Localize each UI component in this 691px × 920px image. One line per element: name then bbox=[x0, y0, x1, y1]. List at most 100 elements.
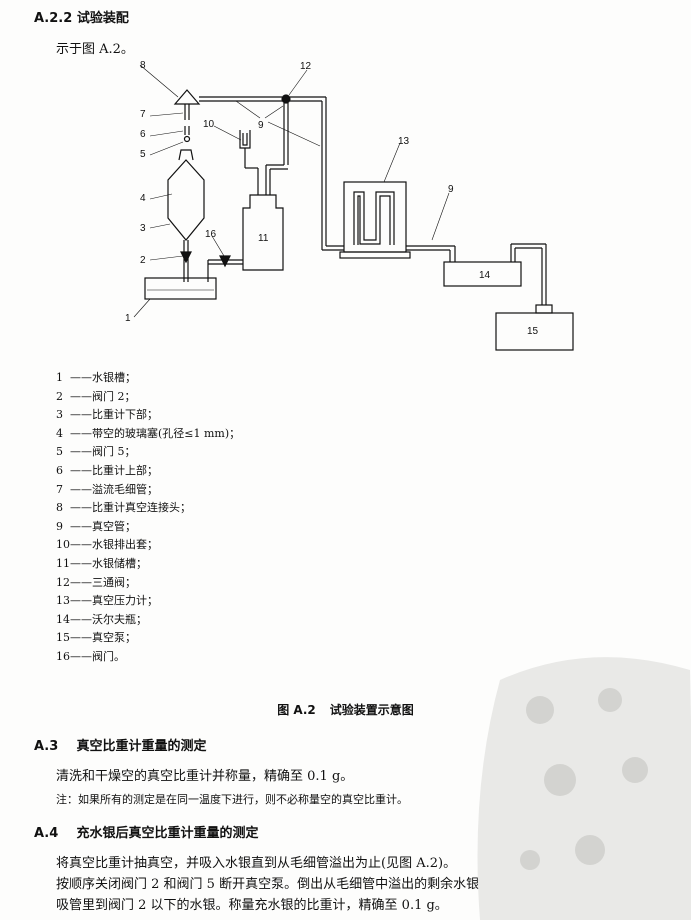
label-1: 1 bbox=[125, 313, 131, 324]
label-14: 14 bbox=[479, 270, 491, 281]
vacuum-pump bbox=[495, 312, 574, 351]
label-11: 11 bbox=[258, 233, 269, 244]
section-title: 充水银后真空比重计重量的测定 bbox=[76, 826, 259, 841]
legend-number: 4 bbox=[56, 426, 63, 440]
legend-item: 4 ——带空的玻璃塞(孔径≤1 mm)； bbox=[56, 425, 240, 444]
legend-item: 11——水银储槽； bbox=[56, 555, 240, 574]
figure-caption: 图 A.2 试验装置示意图 bbox=[0, 701, 691, 718]
valve-2 bbox=[180, 251, 192, 264]
a4-line-1: 将真空比重计抽真空，并吸入水银直到从毛细管溢出为止(见图 A.2)。 bbox=[56, 856, 457, 871]
a4-line-2: 按顺序关闭阀门 2 和阀门 5 断开真空泵。倒出从毛细管中溢出的剩余水银，并用钢… bbox=[56, 877, 610, 892]
watermark-seal bbox=[477, 657, 691, 920]
section-title: 试验装配 bbox=[76, 11, 129, 26]
wolff-bottle bbox=[443, 261, 522, 287]
section-number: A.4 bbox=[34, 826, 59, 841]
legend-text: 比重计真空连接头； bbox=[92, 501, 191, 515]
label-15: 15 bbox=[527, 326, 539, 337]
legend-item: 8——比重计真空连接头； bbox=[56, 499, 240, 518]
legend-item: 6 ——比重计上部； bbox=[56, 462, 240, 481]
legend-number: 3 bbox=[56, 408, 63, 422]
legend-dash: —— bbox=[70, 371, 92, 384]
legend-text: 阀门 2； bbox=[92, 389, 136, 403]
glass-stopper bbox=[178, 149, 194, 161]
legend: 1——水银槽；2——阀门 2；3——比重计下部；4——带空的玻璃塞(孔径≤1 m… bbox=[56, 369, 240, 667]
legend-number: 10 bbox=[56, 538, 70, 552]
legend-item: 5 ——阀门 5； bbox=[56, 443, 240, 462]
legend-dash: —— bbox=[70, 575, 92, 589]
legend-text: 比重计下部； bbox=[92, 408, 158, 422]
a4-line-3: 吸管里到阀门 2 以下的水银。称量充水银的比重计，精确至 0.1 g。 bbox=[56, 898, 448, 913]
legend-number: 7 bbox=[56, 482, 63, 496]
legend-text: 真空压力计； bbox=[92, 594, 158, 608]
section-title: 真空比重计重量的测定 bbox=[76, 739, 207, 754]
section-heading-a3: A.3 真空比重计重量的测定 bbox=[34, 735, 207, 754]
legend-dash: —— bbox=[70, 389, 92, 403]
legend-item: 14——沃尔夫瓶； bbox=[56, 611, 240, 630]
legend-item: 9 ——真空管； bbox=[56, 518, 240, 537]
figure-title: 试验装置示意图 bbox=[329, 703, 414, 717]
label-7: 7 bbox=[140, 109, 146, 120]
legend-text: 水银储槽； bbox=[92, 556, 147, 570]
legend-dash: —— bbox=[70, 426, 92, 440]
legend-item: 2 ——阀门 2； bbox=[56, 388, 240, 407]
three-way-valve bbox=[281, 94, 291, 104]
legend-dash: —— bbox=[70, 631, 92, 645]
label-9-top: 9 bbox=[258, 120, 264, 131]
legend-number: 6 bbox=[56, 463, 63, 477]
legend-number: 11 bbox=[56, 556, 70, 570]
legend-number: 1 bbox=[56, 371, 63, 384]
legend-text: 三通阀； bbox=[92, 575, 136, 589]
legend-number: 14 bbox=[56, 612, 70, 626]
legend-item: 10——水银排出套； bbox=[56, 536, 240, 555]
legend-dash: —— bbox=[70, 519, 92, 533]
section-heading-a22: A.2.2 试验装配 bbox=[34, 7, 129, 26]
legend-text: 溢流毛细管； bbox=[92, 482, 158, 496]
label-10: 10 bbox=[203, 119, 215, 130]
legend-dash: —— bbox=[70, 482, 92, 496]
label-16: 16 bbox=[205, 229, 217, 240]
legend-number: 16 bbox=[56, 649, 70, 663]
figure-number: 图 A.2 bbox=[277, 703, 316, 717]
legend-number: 13 bbox=[56, 594, 70, 608]
label-5: 5 bbox=[140, 149, 146, 160]
valve-16 bbox=[219, 255, 231, 268]
legend-number: 8 bbox=[56, 501, 63, 515]
label-8: 8 bbox=[140, 60, 146, 71]
valve-5 bbox=[183, 135, 191, 143]
section-heading-a4: A.4 充水银后真空比重计重量的测定 bbox=[34, 822, 259, 841]
legend-text: 水银排出套； bbox=[92, 538, 158, 552]
legend-dash: —— bbox=[70, 594, 92, 608]
legend-item: 3——比重计下部； bbox=[56, 406, 240, 425]
section-number: A.3 bbox=[34, 739, 59, 754]
legend-number: 15 bbox=[56, 631, 70, 645]
legend-dash: —— bbox=[70, 445, 92, 459]
legend-number: 2 bbox=[56, 389, 63, 403]
label-13: 13 bbox=[398, 136, 410, 147]
legend-text: 带空的玻璃塞(孔径≤1 mm)； bbox=[92, 426, 241, 440]
diagram-labels: 8 7 6 5 4 3 2 1 9 10 11 12 13 9 14 15 16 bbox=[125, 60, 539, 337]
mercury-reservoir bbox=[242, 194, 284, 271]
legend-text: 阀门 5； bbox=[92, 445, 136, 459]
pycnometer-lower bbox=[167, 159, 205, 241]
legend-number: 5 bbox=[56, 445, 63, 459]
mercury-trough bbox=[144, 277, 217, 300]
legend-item: 15——真空泵； bbox=[56, 629, 240, 648]
vacuum-connector bbox=[173, 89, 201, 105]
section-number: A.2.2 bbox=[34, 11, 73, 26]
legend-number: 9 bbox=[56, 519, 63, 533]
legend-item: 1——水银槽； bbox=[56, 369, 240, 388]
legend-dash: —— bbox=[70, 612, 92, 626]
label-2: 2 bbox=[140, 255, 146, 266]
legend-dash: —— bbox=[70, 463, 92, 477]
legend-text: 沃尔夫瓶； bbox=[92, 612, 147, 626]
legend-text: 阀门。 bbox=[92, 649, 125, 663]
vacuum-gauge bbox=[343, 181, 407, 253]
apparatus-diagram: 8 7 6 5 4 3 2 1 9 10 11 12 13 9 14 15 16 bbox=[125, 60, 574, 351]
legend-text: 真空管； bbox=[92, 519, 136, 533]
legend-dash: —— bbox=[70, 556, 92, 570]
intro-text: 示于图 A.2。 bbox=[56, 42, 134, 57]
a3-paragraph: 清洗和干燥空的真空比重计并称量，精确至 0.1 g。 bbox=[56, 769, 354, 784]
apparatus-drawing bbox=[133, 64, 574, 351]
legend-text: 比重计上部； bbox=[92, 463, 158, 477]
